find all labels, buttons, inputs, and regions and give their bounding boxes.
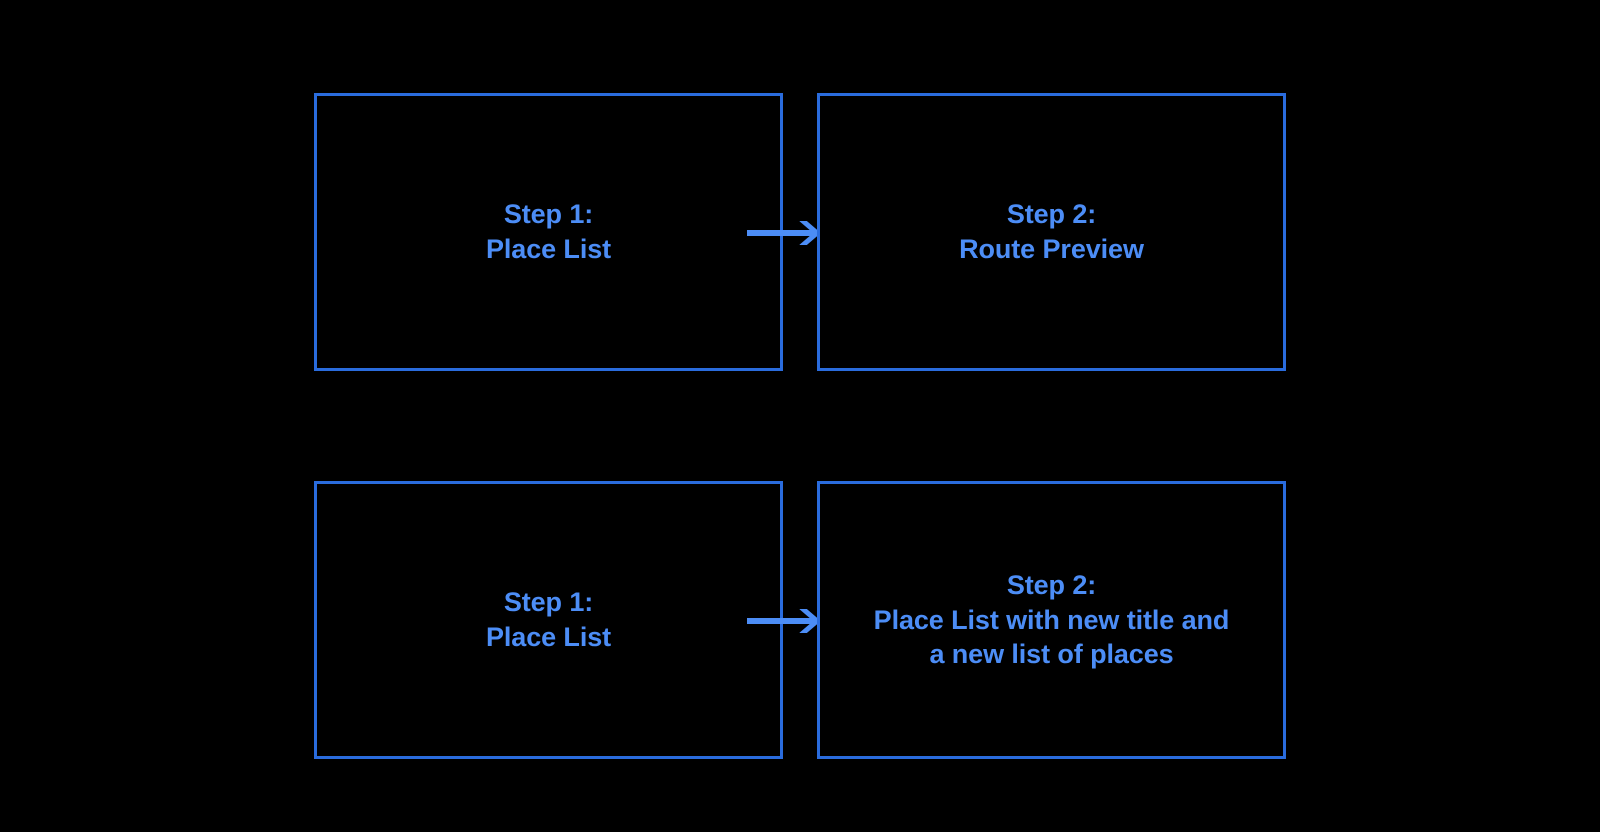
step-box-row1-step1[interactable]: Step 1: Place List <box>314 93 783 371</box>
step-box-label: Step 1: Place List <box>485 199 612 264</box>
flow-row-place-list-update: Step 1: Place List Step 2: Place List wi… <box>0 481 1600 771</box>
step-box-label: Step 2: Place List with new title and a … <box>873 570 1230 670</box>
step-box-label: Step 1: Place List <box>485 587 612 652</box>
flow-row-route-preview: Step 1: Place List Step 2: Route Preview <box>0 93 1600 383</box>
step-box-row2-step1[interactable]: Step 1: Place List <box>314 481 783 759</box>
step-box-label: Step 2: Route Preview <box>959 199 1144 264</box>
step-box-row2-step2[interactable]: Step 2: Place List with new title and a … <box>817 481 1286 759</box>
step-box-row1-step2[interactable]: Step 2: Route Preview <box>817 93 1286 371</box>
